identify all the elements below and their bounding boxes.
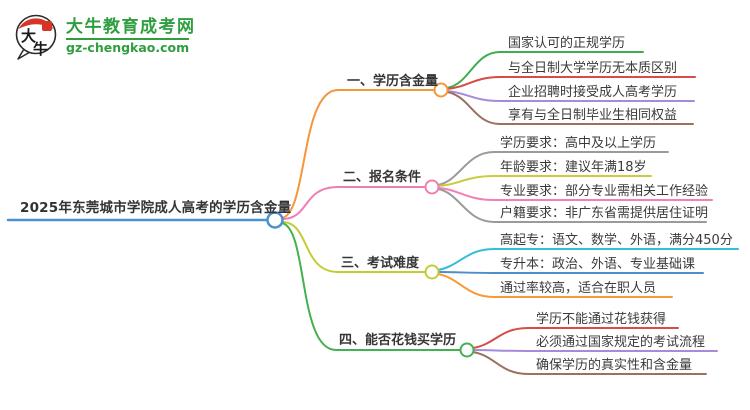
brand-logo[interactable]: 大 牛 大牛教育成考网 gz-chengkao.com	[13, 12, 196, 60]
link-branch-2-item-3	[437, 187, 713, 201]
branch-4-item-3[interactable]: 确保学历的真实性和含金量	[536, 358, 693, 373]
logo-char-niu: 牛	[33, 40, 48, 58]
branch-1-node-handle[interactable]	[433, 82, 449, 98]
link-branch-3-item-3	[437, 273, 673, 298]
brand-logo-icon: 大 牛	[15, 14, 57, 60]
branch-2-title[interactable]: 二、报名条件	[343, 170, 422, 185]
link-branch-4-item-3	[472, 351, 707, 375]
branch-3-node-handle[interactable]	[424, 264, 440, 280]
link-branch-1-item-1	[446, 51, 644, 89]
brand-title: 大牛教育成考网	[66, 17, 196, 37]
link-branch-2-item-1	[437, 151, 669, 186]
link-branch-4-item-1	[472, 327, 679, 349]
link-branch-1-item-2	[446, 76, 696, 90]
root-topic[interactable]: 2025年东莞城市学院成人高考的学历含金量	[20, 200, 292, 216]
branch-4-item-2[interactable]: 必须通过国家规定的考试流程	[536, 335, 706, 350]
branch-3-title[interactable]: 三、考试难度	[341, 256, 420, 271]
branch-2-item-3[interactable]: 专业要求：部分专业需相关工作经验	[500, 184, 709, 199]
branch-1-title[interactable]: 一、学历含金量	[347, 74, 439, 89]
branch-1-item-2[interactable]: 与全日制大学学历无本质区别	[508, 61, 678, 76]
branch-3-item-1[interactable]: 高起专：语文、数学、外语，满分450分	[500, 233, 733, 248]
link-branch-1	[281, 89, 435, 219]
branch-2-item-4[interactable]: 户籍要求：非广东省需提供居住证明	[500, 206, 709, 221]
link-branch-3-item-1	[437, 248, 739, 271]
link-branch-1-item-3	[446, 90, 695, 102]
link-branch-2-item-2	[437, 175, 652, 187]
branch-3-item-3[interactable]: 通过率较高，适合在职人员	[500, 281, 657, 296]
logo-char-da: 大	[21, 27, 36, 45]
link-branch-4-item-2	[472, 349, 718, 352]
branch-1-item-4[interactable]: 享有与全日制毕业生相同权益	[508, 108, 678, 123]
link-branch-3-item-2	[437, 271, 704, 274]
brand-url: gz-chengkao.com	[66, 38, 190, 55]
branch-4-item-1[interactable]: 学历不能通过花钱获得	[536, 312, 667, 327]
branch-4-node-handle[interactable]	[459, 342, 475, 358]
link-branch-2-item-4	[437, 188, 707, 223]
branch-1-item-1[interactable]: 国家认可的正规学历	[508, 36, 626, 51]
root-node-handle[interactable]	[266, 211, 284, 229]
branch-2-item-2[interactable]: 年龄要求：建议年满18岁	[500, 160, 647, 175]
link-branch-3	[282, 221, 426, 273]
branch-4-title[interactable]: 四、能否花钱买学历	[339, 333, 457, 348]
logo-seal	[42, 21, 52, 31]
brand-text-block: 大牛教育成考网 gz-chengkao.com	[66, 17, 196, 55]
branch-2-node-handle[interactable]	[424, 179, 440, 195]
branch-3-item-2[interactable]: 专升本：政治、外语、专业基础课	[500, 257, 696, 272]
branch-2-item-1[interactable]: 学历要求：高中及以上学历	[500, 136, 657, 151]
link-branch-2	[281, 186, 426, 220]
link-branch-1-item-4	[446, 91, 694, 125]
branch-1-item-3[interactable]: 企业招聘时接受成人高考学历	[508, 85, 678, 100]
link-branch-4	[281, 222, 461, 351]
